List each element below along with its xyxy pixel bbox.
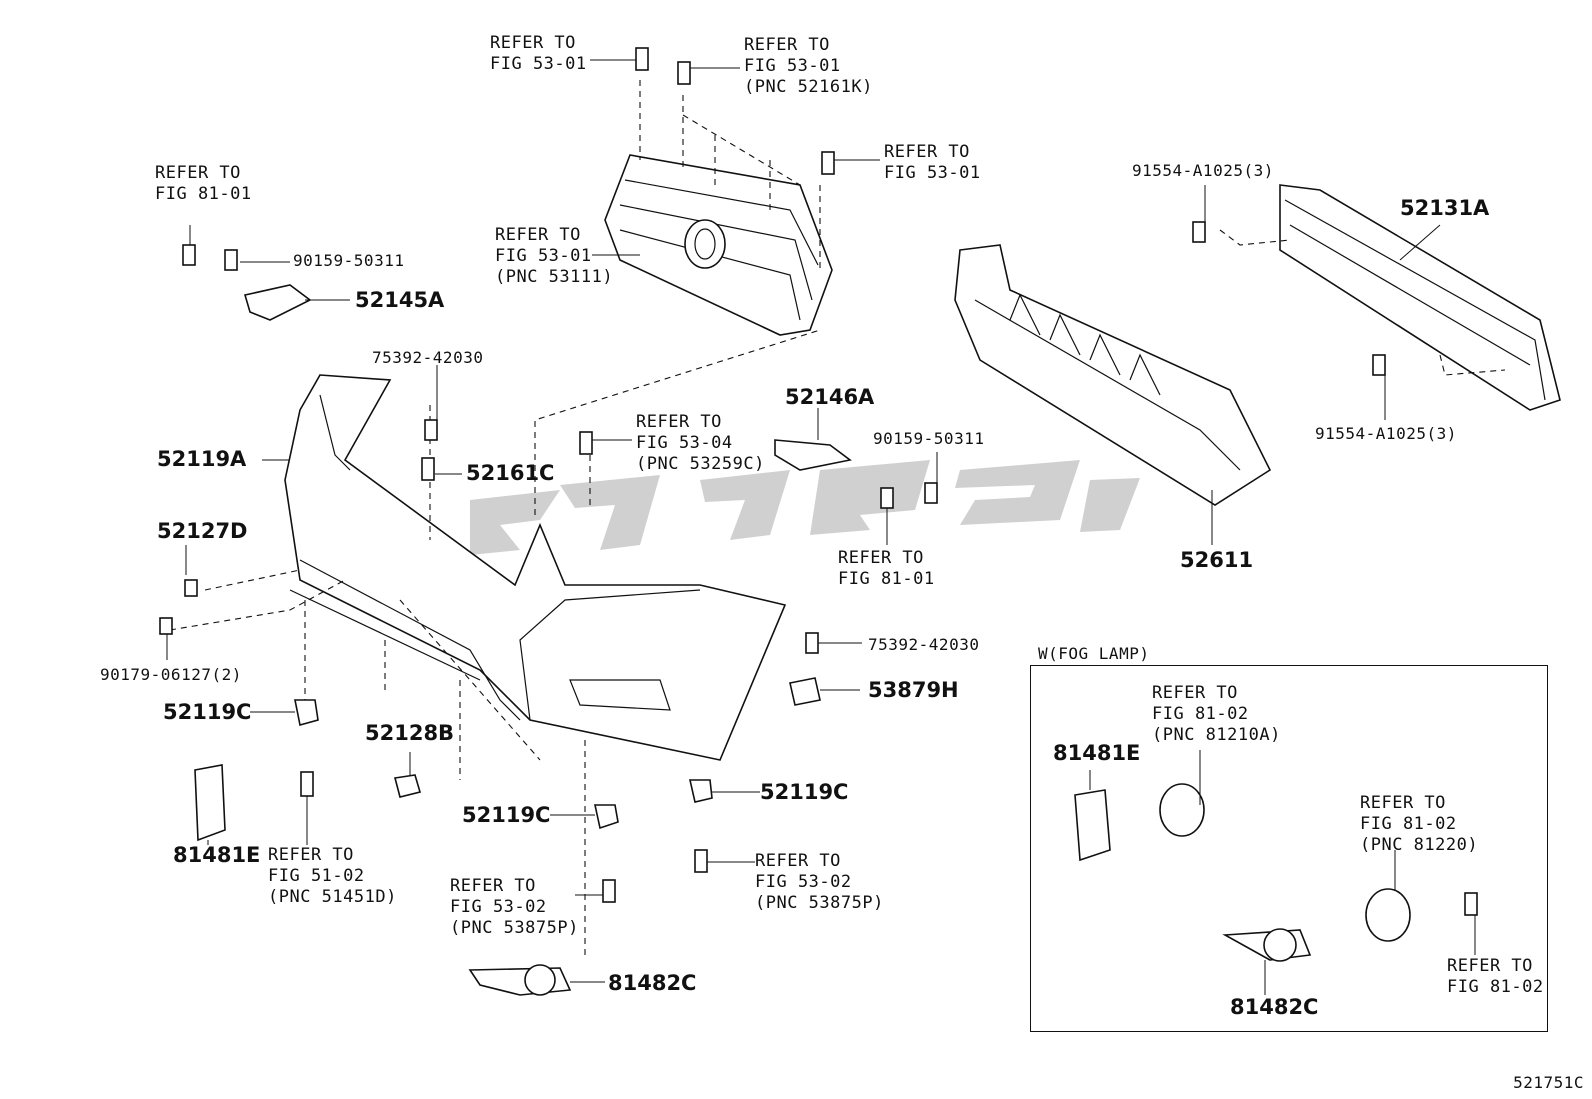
callout-refer-fig-53-01-pnc-53111: REFER TO FIG 53-01 (PNC 53111) <box>495 225 614 287</box>
part-90179-06127: 90179-06127(2) <box>100 665 242 684</box>
part-52119C-center: 52119C <box>462 803 551 827</box>
part-52146A: 52146A <box>785 385 875 409</box>
callout-refer-fig-51-02-pnc-51451d: REFER TO FIG 51-02 (PNC 51451D) <box>268 845 397 907</box>
callout-refer-fig-81-02: REFER TO FIG 81-02 <box>1447 956 1544 997</box>
callout-refer-fig-81-01-a: REFER TO FIG 81-01 <box>155 163 252 204</box>
inset-title: W(FOG LAMP) <box>1038 644 1150 663</box>
inset-part-81481E: 81481E <box>1053 741 1141 765</box>
callout-refer-fig-81-01-b: REFER TO FIG 81-01 <box>838 548 935 589</box>
callout-refer-fig-53-02-pnc-53875p-b: REFER TO FIG 53-02 (PNC 53875P) <box>755 851 884 913</box>
callout-refer-fig-53-04-pnc-53259c: REFER TO FIG 53-04 (PNC 53259C) <box>636 412 765 474</box>
part-52119C-left: 52119C <box>163 700 252 724</box>
part-75392-42030-b: 75392-42030 <box>868 635 980 654</box>
part-81481E: 81481E <box>173 843 261 867</box>
callout-refer-fig-81-02-pnc-81220: REFER TO FIG 81-02 (PNC 81220) <box>1360 793 1479 855</box>
callout-refer-fig-53-01-b: REFER TO FIG 53-01 <box>884 142 981 183</box>
part-81482C: 81482C <box>608 971 697 995</box>
part-91554-A1025-upper: 91554-A1025(3) <box>1132 161 1274 180</box>
radiator-grille <box>604 154 833 336</box>
part-52127D: 52127D <box>157 519 248 543</box>
part-91554-A1025-lower: 91554-A1025(3) <box>1315 424 1457 443</box>
callout-refer-fig-53-01-a: REFER TO FIG 53-01 <box>490 33 587 74</box>
bumper-reinforcement <box>1279 184 1561 411</box>
part-52131A: 52131A <box>1400 196 1490 220</box>
front-bumper-cover <box>284 374 787 761</box>
figure-id: 521751C <box>1513 1073 1584 1092</box>
small-parts <box>159 284 1411 996</box>
part-52119C-right: 52119C <box>760 780 849 804</box>
part-52119A: 52119A <box>157 447 247 471</box>
part-75392-42030-a: 75392-42030 <box>372 348 484 367</box>
callout-refer-fig-53-02-pnc-53875p-a: REFER TO FIG 53-02 (PNC 53875P) <box>450 876 579 938</box>
part-52145A: 52145A <box>355 288 445 312</box>
callout-refer-fig-81-02-pnc-81210a: REFER TO FIG 81-02 (PNC 81210A) <box>1152 683 1281 745</box>
part-52161C: 52161C <box>466 461 555 485</box>
inset-part-81482C: 81482C <box>1230 995 1319 1019</box>
part-52128B: 52128B <box>365 721 455 745</box>
energy-absorber <box>954 244 1272 506</box>
callout-refer-fig-53-01-pnc-52161k: REFER TO FIG 53-01 (PNC 52161K) <box>744 35 873 97</box>
part-53879H: 53879H <box>868 678 959 702</box>
watermark-logo <box>470 460 1140 555</box>
part-90159-50311-a: 90159-50311 <box>293 251 405 270</box>
leader-lines <box>166 59 1476 995</box>
part-90159-50311-b: 90159-50311 <box>873 429 985 448</box>
fog-lamp-inset-frame <box>1030 665 1548 1032</box>
part-52611: 52611 <box>1180 548 1254 572</box>
